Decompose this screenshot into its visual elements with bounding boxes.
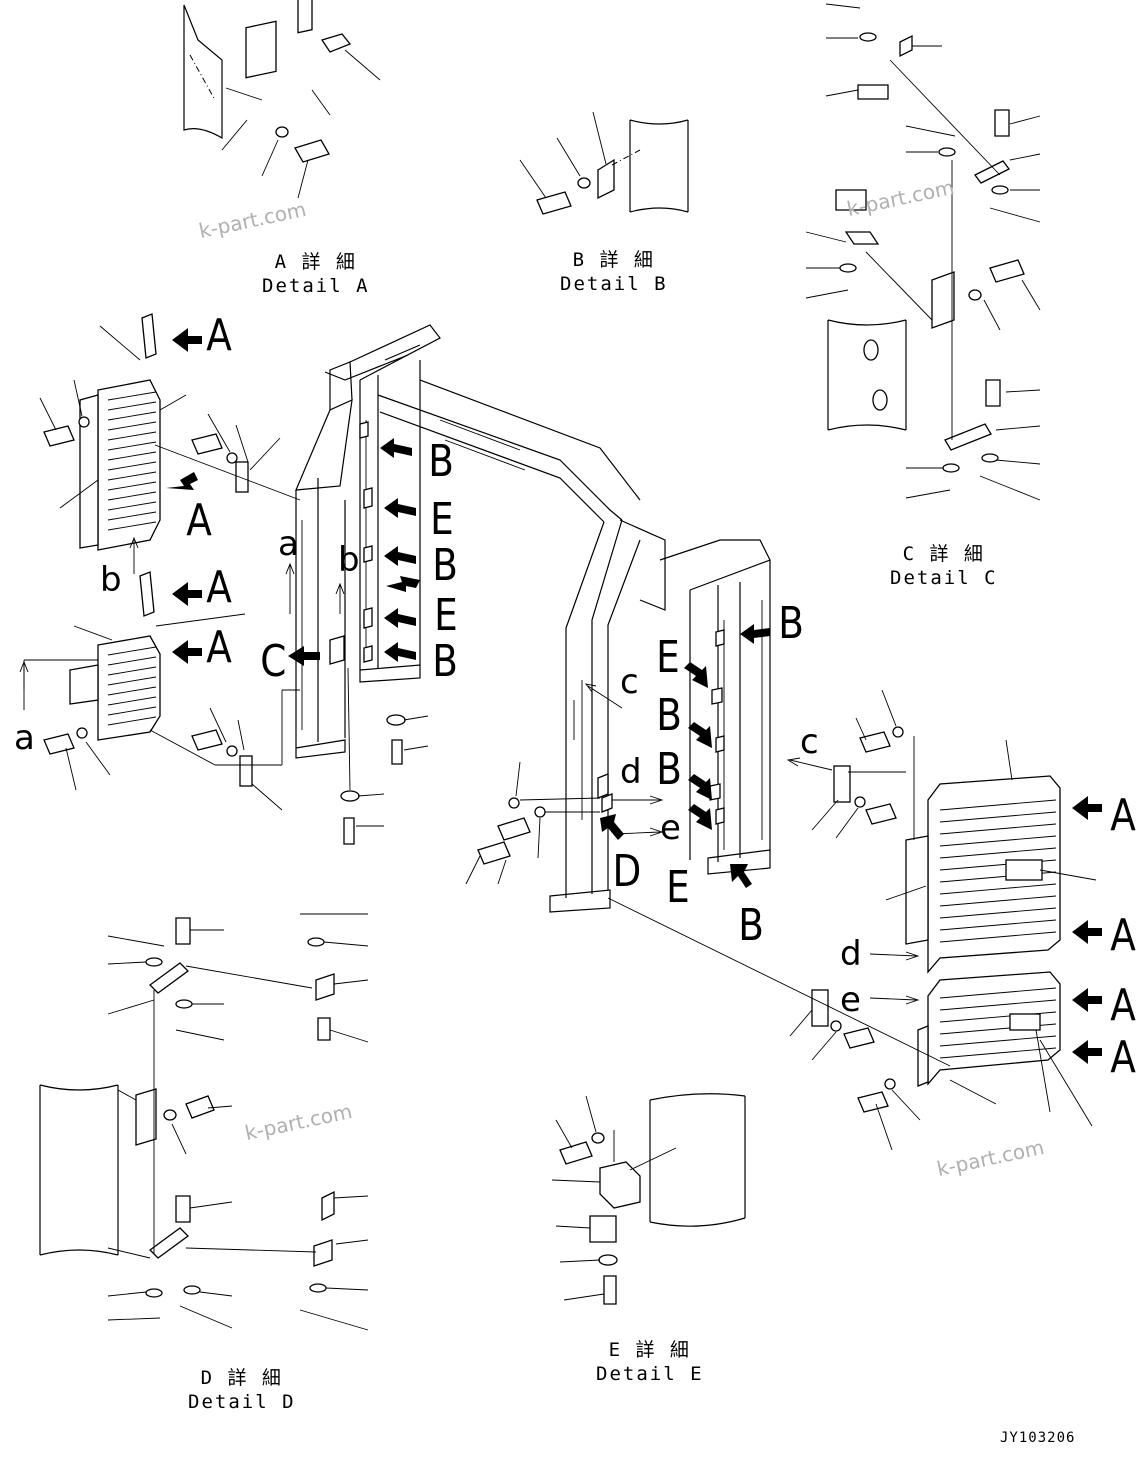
callout-arrows bbox=[19, 328, 1102, 1064]
callout-E-4: E bbox=[666, 862, 690, 913]
callout-D: D bbox=[612, 846, 642, 897]
detail-b-drawing bbox=[519, 111, 689, 215]
callout-b-1: b bbox=[100, 560, 122, 600]
callout-A-1: A bbox=[206, 310, 232, 361]
callout-B-5: B bbox=[656, 690, 682, 741]
detail-d-caption: D 詳 細 Detail D bbox=[188, 1366, 296, 1414]
callout-e-2: e bbox=[840, 980, 861, 1020]
callout-B-4: B bbox=[778, 598, 804, 649]
callout-b-2: b bbox=[338, 540, 360, 580]
callout-B-7: B bbox=[738, 900, 764, 951]
callout-A-8: A bbox=[1110, 1032, 1136, 1083]
callout-A-7: A bbox=[1110, 980, 1136, 1031]
detail-b-jp: B 詳 細 bbox=[572, 249, 655, 271]
detail-a-drawing bbox=[183, 0, 381, 199]
callout-C: C bbox=[260, 636, 287, 687]
callout-B-1: B bbox=[428, 436, 454, 487]
main-frame bbox=[295, 324, 771, 913]
callout-E-1: E bbox=[430, 494, 454, 545]
callout-E-2: E bbox=[434, 590, 458, 641]
callout-E-3: E bbox=[656, 632, 680, 683]
callout-a-2: a bbox=[278, 524, 299, 564]
detail-a-en: Detail A bbox=[262, 275, 370, 297]
callout-A-2: A bbox=[186, 495, 212, 546]
detail-a-caption: A 詳 細 Detail A bbox=[262, 250, 370, 298]
detail-d-jp: D 詳 細 bbox=[200, 1367, 283, 1389]
drawing-code: JY103206 bbox=[1000, 1430, 1076, 1446]
detail-c-en: Detail C bbox=[890, 567, 998, 589]
detail-c-caption: C 詳 細 Detail C bbox=[890, 542, 998, 590]
callout-d-1: d bbox=[620, 752, 642, 792]
callout-A-6: A bbox=[1110, 910, 1136, 961]
detail-d-drawing bbox=[39, 913, 369, 1331]
callout-d-2: d bbox=[840, 934, 862, 974]
left-guard-assemblies bbox=[23, 313, 301, 811]
detail-e-en: Detail E bbox=[596, 1363, 704, 1385]
callout-e-1: e bbox=[660, 808, 681, 848]
detail-e-caption: E 詳 細 Detail E bbox=[596, 1338, 704, 1386]
detail-a-jp: A 詳 細 bbox=[274, 251, 357, 273]
callout-A-4: A bbox=[206, 622, 232, 673]
callout-A-5: A bbox=[1110, 790, 1136, 841]
detail-b-en: Detail B bbox=[560, 273, 668, 295]
callout-a-1: a bbox=[14, 718, 35, 758]
callout-A-3: A bbox=[206, 562, 232, 613]
callout-B-2: B bbox=[432, 540, 458, 591]
callout-c-2: c bbox=[800, 722, 819, 762]
detail-c-jp: C 詳 細 bbox=[902, 543, 985, 565]
callout-c-1: c bbox=[620, 662, 639, 702]
detail-b-caption: B 詳 細 Detail B bbox=[560, 248, 668, 296]
detail-e-drawing bbox=[551, 1093, 746, 1305]
callout-B-6: B bbox=[656, 744, 682, 795]
callout-B-3: B bbox=[432, 636, 458, 687]
right-guard-assemblies bbox=[607, 689, 1097, 1151]
frame-side-parts bbox=[340, 667, 601, 885]
detail-c-drawing bbox=[805, 3, 1041, 501]
detail-e-jp: E 詳 細 bbox=[608, 1339, 691, 1361]
detail-d-en: Detail D bbox=[188, 1391, 296, 1413]
